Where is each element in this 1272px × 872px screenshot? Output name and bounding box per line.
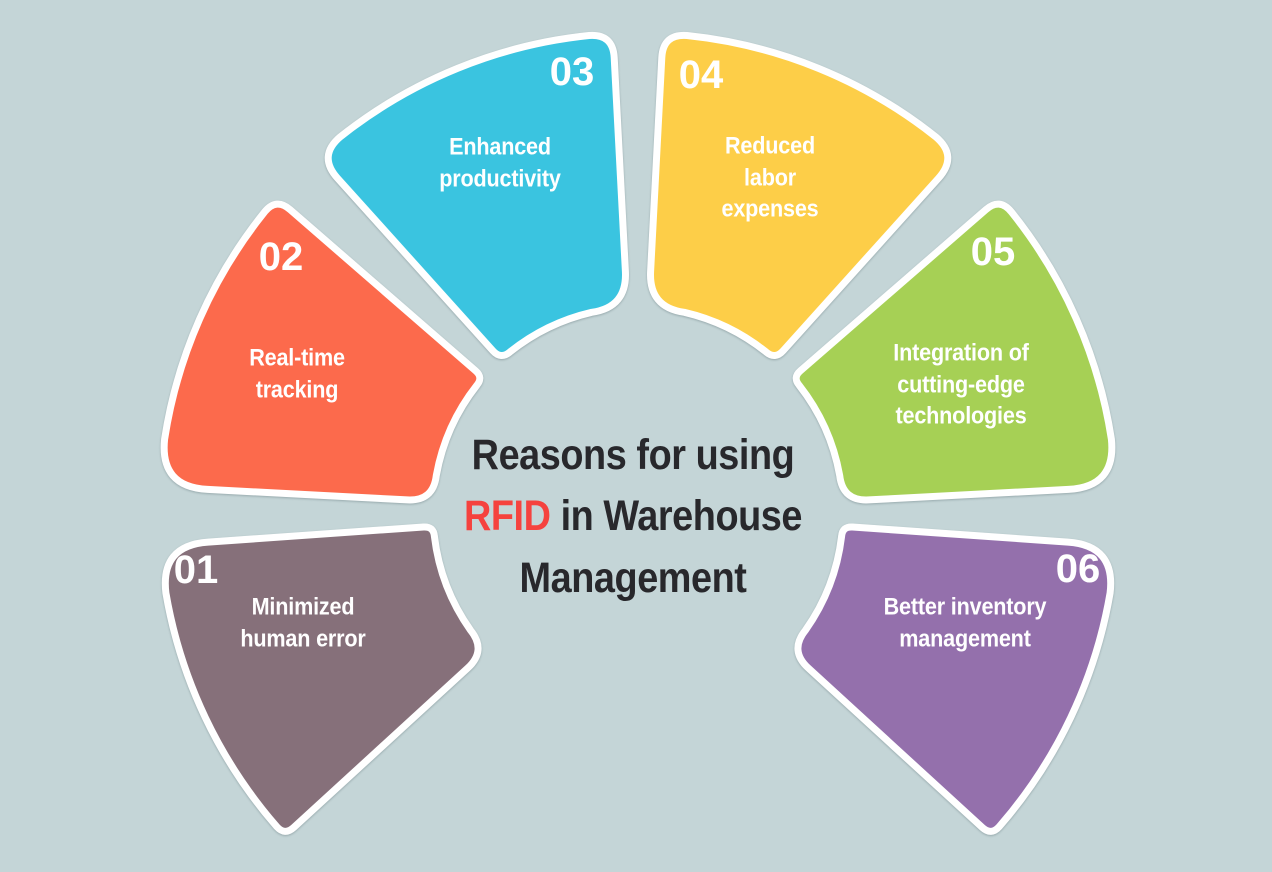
segment-01-shape: [161, 523, 482, 835]
segment-04-shape: [647, 31, 952, 359]
segment-02-shape: [160, 200, 484, 504]
segment-06-shape: [794, 523, 1115, 835]
segment-03-shape: [324, 31, 629, 359]
segment-05-shape: [792, 200, 1116, 504]
